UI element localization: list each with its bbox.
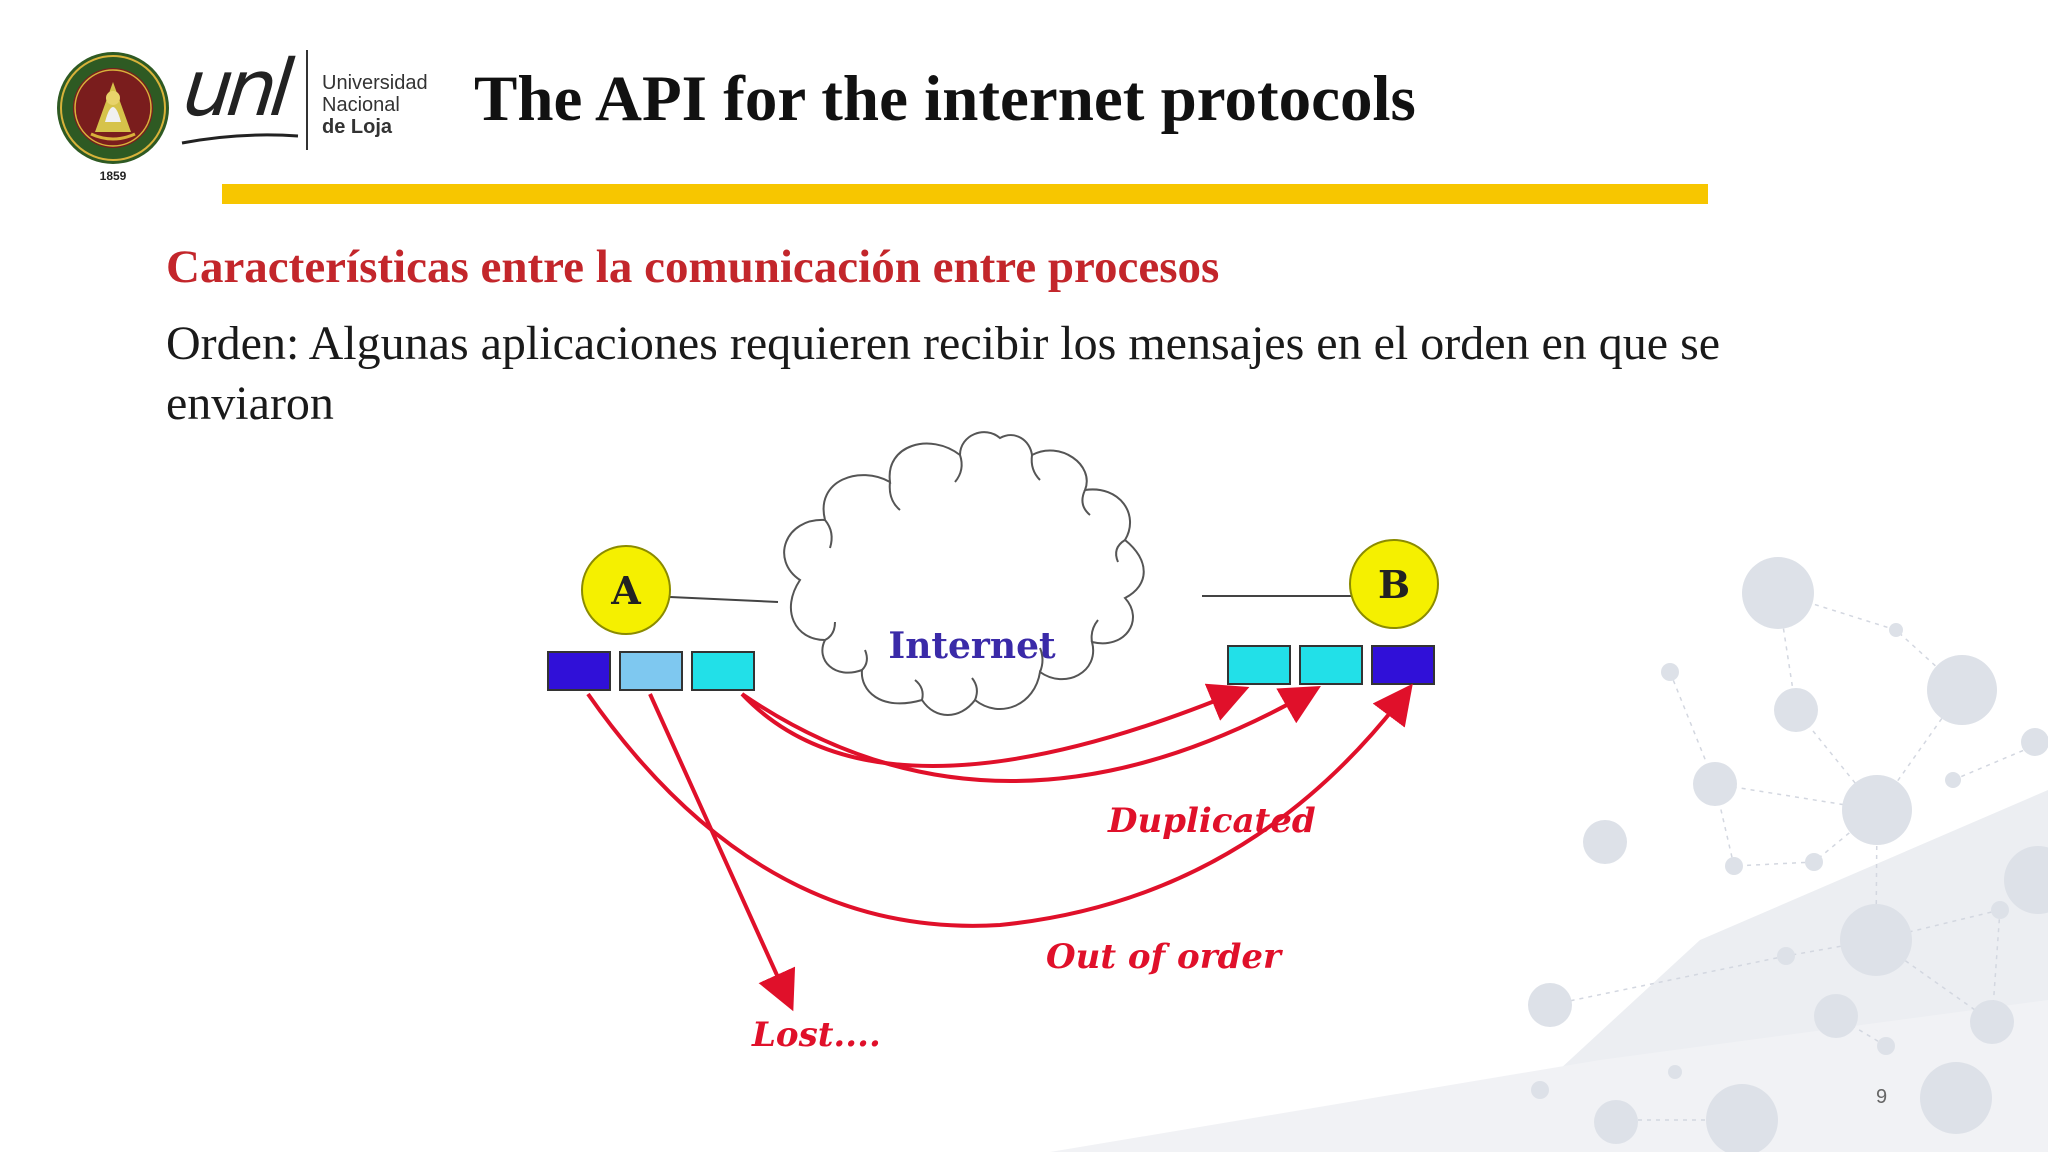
seal-year: 1859 <box>100 169 127 183</box>
university-line-1: Universidad <box>322 72 428 94</box>
node-b-label: B <box>1378 562 1410 607</box>
internet-cloud <box>783 431 1145 716</box>
title-underline-bar <box>222 184 1708 204</box>
slide-title: The API for the internet protocols <box>474 63 1416 135</box>
link-a-internet <box>669 596 779 603</box>
slide-body-text: Orden: Algunas aplicaciones requieren re… <box>166 317 1721 430</box>
internet-label: Internet <box>888 625 1056 667</box>
arrow-duplicate-2 <box>740 686 1321 783</box>
packet-b-1 <box>1227 645 1291 685</box>
university-line-3: de Loja <box>322 116 393 138</box>
label-out-of-order: Out of order <box>1046 937 1283 977</box>
arrow-lost <box>648 693 796 1012</box>
university-seal-logo: 1859 <box>57 52 169 183</box>
packet-b-2 <box>1299 645 1363 685</box>
label-duplicated: Duplicated <box>1107 801 1316 841</box>
node-a-label: A <box>610 568 641 613</box>
page-number: 9 <box>1876 1086 1888 1108</box>
slide-subtitle: Características entre la comunicación en… <box>166 241 1220 293</box>
packet-a-2 <box>619 651 683 691</box>
arrow-out-of-order <box>586 683 1413 928</box>
wordmark-underline <box>181 133 299 145</box>
arrow-duplicate-1 <box>740 683 1250 768</box>
packet-b-3 <box>1371 645 1435 685</box>
node-b <box>1349 539 1439 629</box>
university-line-2: Nacional <box>322 94 400 116</box>
packet-a-1 <box>547 651 611 691</box>
logo-divider <box>306 50 308 150</box>
packet-a-3 <box>691 651 755 691</box>
label-lost: Lost.... <box>751 1015 881 1055</box>
node-a <box>581 545 671 635</box>
